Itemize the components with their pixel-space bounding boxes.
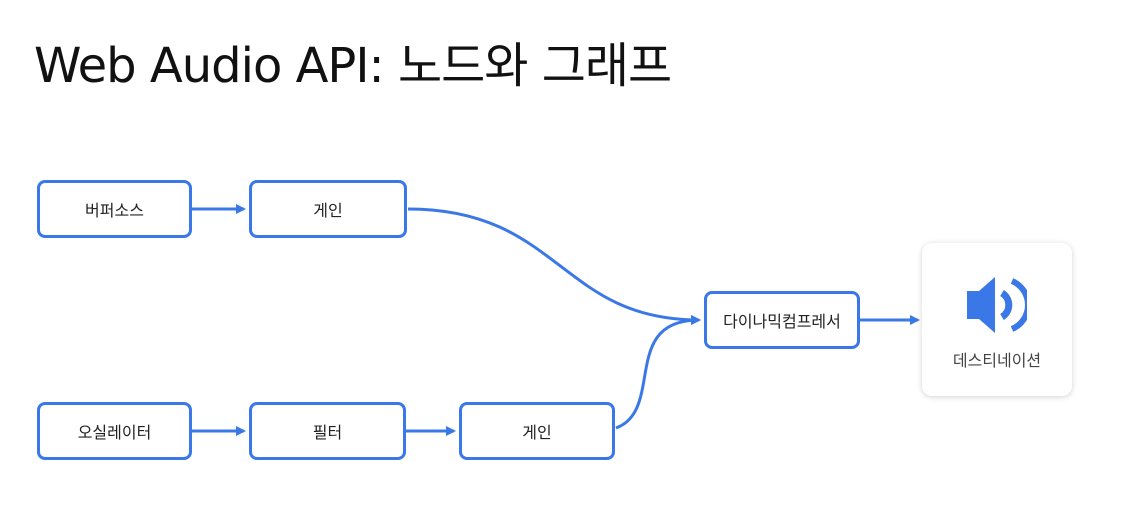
dynamics-compressor-node: 다이나믹컴프레서 xyxy=(704,291,860,349)
buffer-source-label: 버퍼소스 xyxy=(85,201,144,220)
destination-node: 데스티네이션 xyxy=(922,243,1072,396)
destination-label: 데스티네이션 xyxy=(952,351,1042,370)
gain-node-top: 게인 xyxy=(249,180,407,238)
filter-label: 필터 xyxy=(312,423,343,442)
gain-bottom-label: 게인 xyxy=(522,423,552,442)
oscillator-node: 오실레이터 xyxy=(37,402,192,460)
oscillator-label: 오실레이터 xyxy=(77,423,152,442)
edge-gain-bottom-to-compressor xyxy=(615,315,701,430)
filter-node: 필터 xyxy=(249,402,406,460)
speaker-icon xyxy=(967,277,1027,333)
edge-gain-to-compressor xyxy=(407,207,701,325)
gain-node-bottom: 게인 xyxy=(459,402,615,460)
page-title: Web Audio API: 노드와 그래프 xyxy=(34,38,672,94)
compressor-label: 다이나믹컴프레서 xyxy=(723,312,841,331)
gain-top-label: 게인 xyxy=(313,201,343,220)
buffer-source-node: 버퍼소스 xyxy=(37,180,192,238)
